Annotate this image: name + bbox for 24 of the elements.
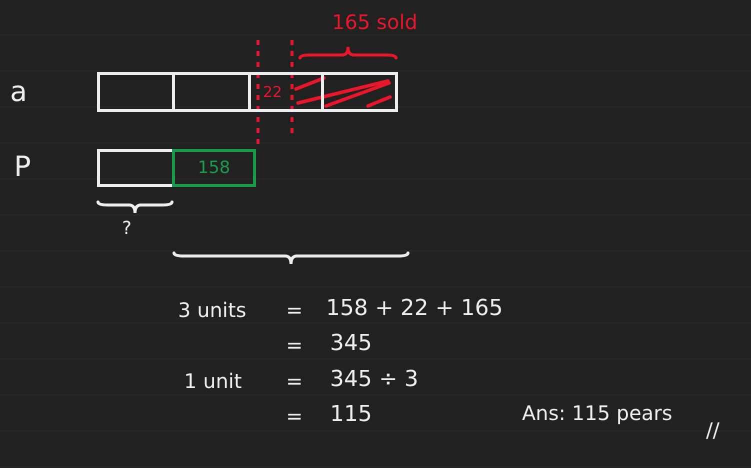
equation-text: = [286, 406, 303, 426]
bar-cell [97, 72, 175, 112]
row-label: a [10, 78, 28, 106]
cell-value: 22 [263, 83, 282, 101]
bar-cell [97, 149, 175, 187]
equation-text: 3 units [178, 300, 246, 320]
bar-cell [321, 72, 398, 112]
answer-mark: // [706, 420, 720, 440]
bar-cell [172, 149, 256, 187]
equation-text: 345 [330, 333, 372, 355]
cell-value: 158 [198, 158, 230, 178]
equation-text: = [286, 300, 303, 320]
equation-text: = [286, 371, 303, 391]
equation-text: 115 [330, 404, 372, 426]
equation-text: 158 + 22 + 165 [326, 298, 503, 320]
bar-cell [248, 72, 324, 112]
equation-text: 1 unit [184, 371, 242, 391]
quantity-label: 165 sold [332, 12, 418, 32]
bar-cell [172, 72, 251, 112]
row-label: P [14, 153, 31, 181]
answer-text: Ans: 115 pears [522, 403, 672, 423]
question-mark: ? [122, 220, 132, 238]
equation-text: 345 ÷ 3 [330, 369, 418, 391]
equation-text: = [286, 335, 303, 355]
